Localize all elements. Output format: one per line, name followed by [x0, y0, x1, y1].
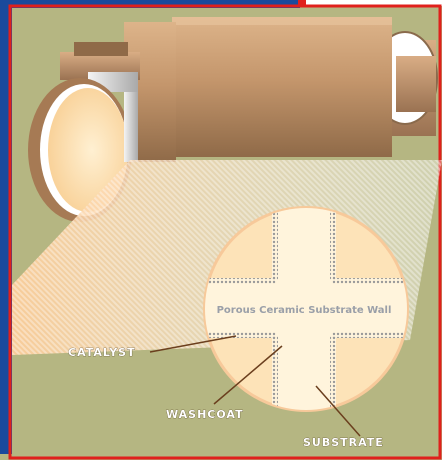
frame-red-border: [8, 4, 442, 460]
catalyst-label: CATALYST: [68, 346, 136, 359]
washcoat-leader: [213, 345, 283, 405]
substrate-label: SUBSTRATE: [303, 436, 384, 449]
washcoat-label: WASHCOAT: [166, 408, 244, 421]
substrate-face: [48, 88, 128, 212]
horizontal-channel: [205, 278, 407, 338]
catalytic-converter-icon: [28, 17, 438, 222]
outlet-pipe-sleeve: [396, 56, 436, 112]
inlet-flange-top: [74, 42, 128, 56]
porous-wall-label: Porous Ceramic Substrate Wall: [217, 305, 392, 316]
substrate-cross-section: Porous Ceramic Substrate Wall: [203, 206, 409, 412]
catalyst-lining: [332, 332, 407, 338]
catalyst-leader: [149, 335, 237, 353]
catalyst-lining: [332, 278, 407, 284]
converter-shell: [172, 17, 392, 157]
catalyst-lining: [272, 336, 278, 410]
shell-highlight: [172, 17, 392, 25]
catalyst-lining: [272, 208, 278, 280]
catalyst-lining: [205, 332, 276, 338]
catalyst-lining: [330, 208, 336, 280]
substrate-leader: [315, 385, 361, 437]
catalyst-lining: [205, 278, 276, 284]
catalyst-lining: [330, 336, 336, 410]
inlet-collar: [124, 92, 138, 162]
leader-lines: [149, 335, 361, 437]
